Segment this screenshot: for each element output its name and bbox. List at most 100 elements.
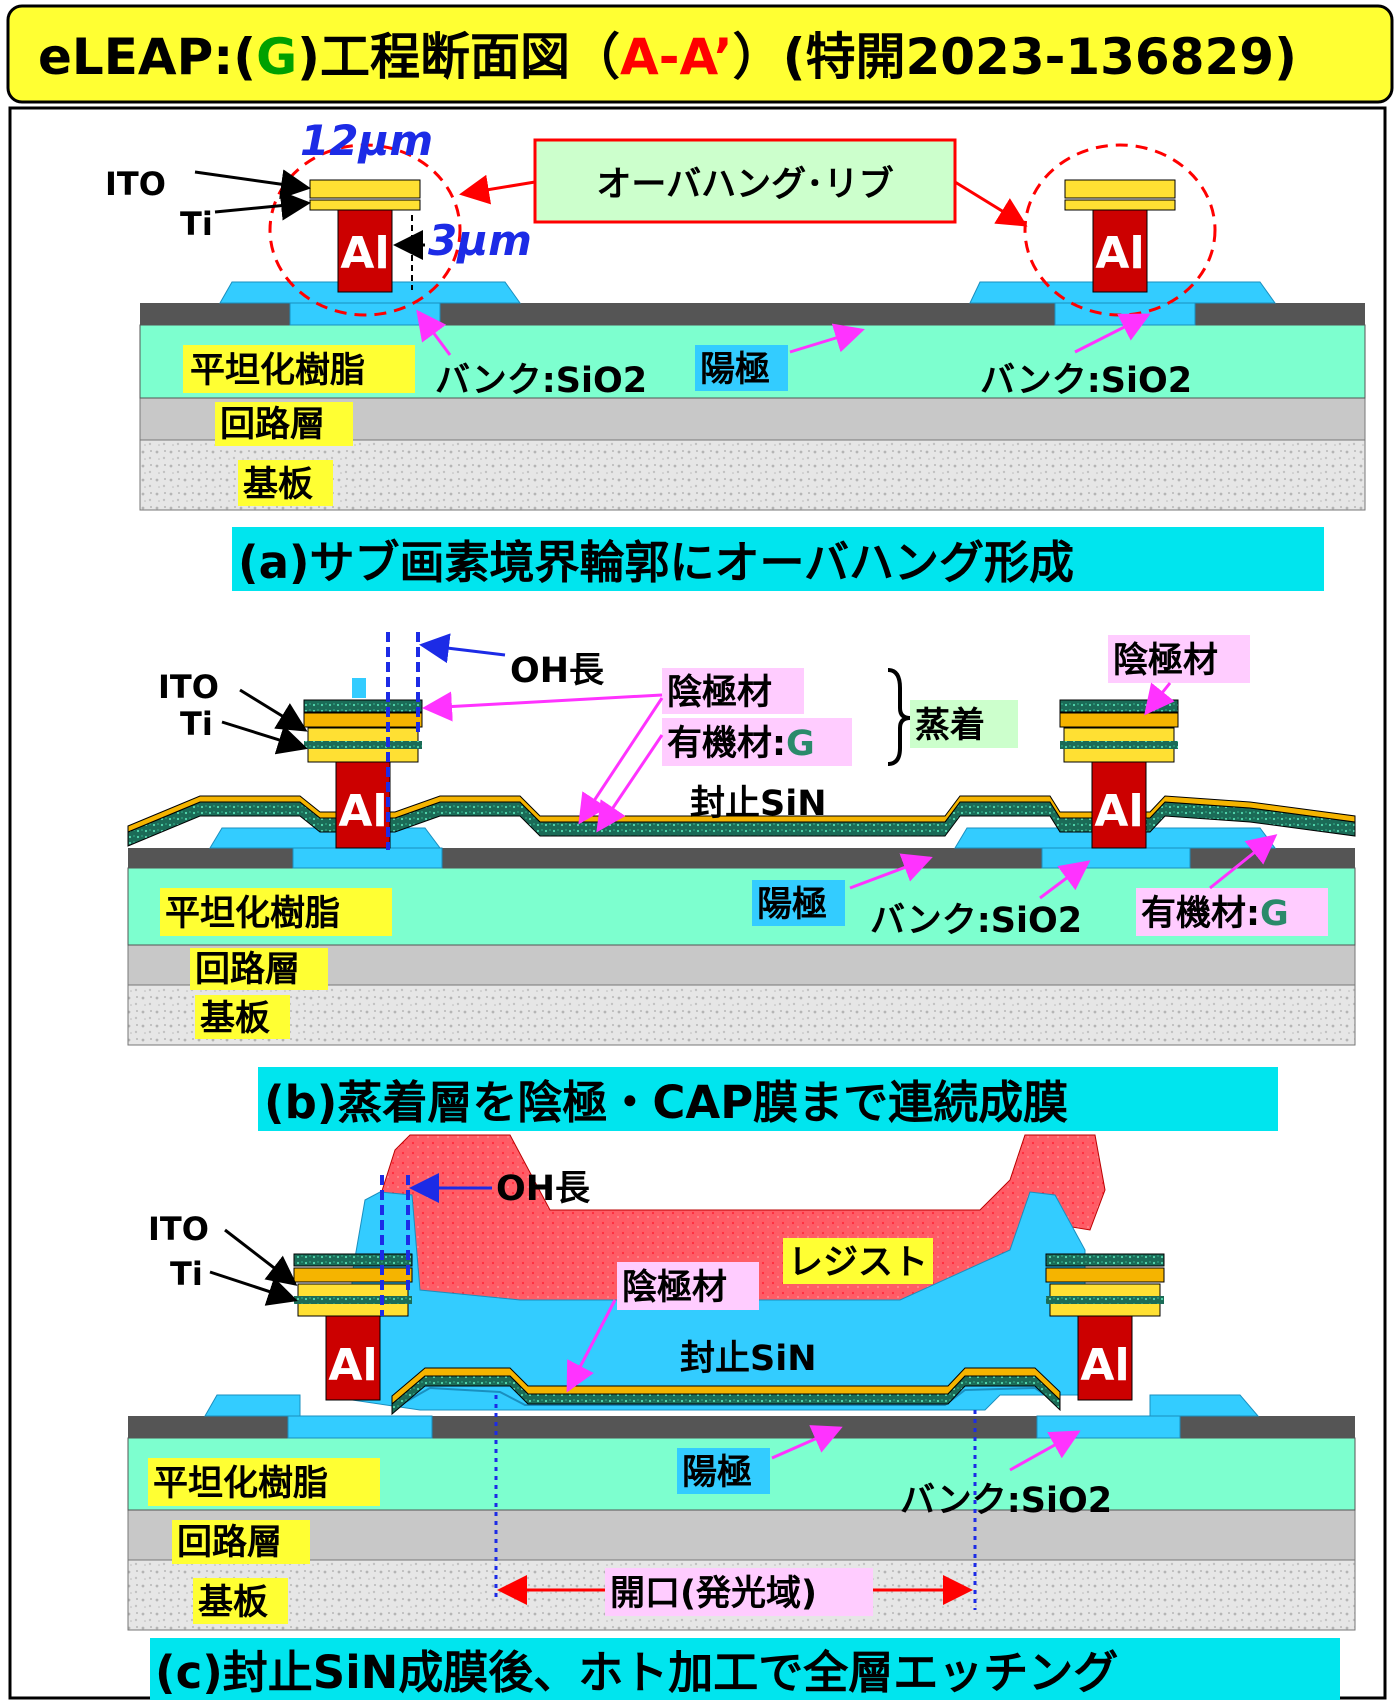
oh-length-label: OH長: [510, 651, 605, 691]
ito-pointer: [194, 169, 311, 200]
organic-on-rib: [293, 1253, 413, 1267]
cathode-right-pointer: [1144, 682, 1175, 716]
circuit-label-bg: [215, 402, 353, 446]
bank-right: [1036, 1394, 1260, 1439]
cathode-right-label-bg: [1108, 635, 1250, 683]
oh-marker: [352, 678, 366, 698]
cathode-label-bg: [662, 668, 804, 714]
bank-right: [969, 281, 1276, 326]
organic-pointer-film: [596, 734, 664, 833]
al-rib-left: [337, 209, 393, 293]
organic-film: [391, 1375, 1061, 1416]
overhang-rib-label: オーバハング･リブ: [596, 164, 893, 205]
rib-gap-dimension: 3μm: [428, 216, 532, 265]
anode-segment: [128, 1416, 288, 1438]
circuit-label-bg: [190, 948, 328, 990]
cathode-right-label: 陰極材: [1113, 641, 1218, 681]
circuit-layer: [127, 1509, 1356, 1561]
anode-label-bg: [752, 880, 845, 926]
ito-layer: [1064, 179, 1176, 199]
anode-pointer: [849, 853, 933, 890]
ti-pointer: [221, 720, 308, 755]
anode-pointer: [789, 323, 865, 354]
panel-a: Al Al オーバハング･リブ 12μm 3μm ITO Ti 平坦化樹脂 回路…: [105, 116, 1366, 591]
circuit-label: 回路層: [195, 950, 300, 990]
bank-label: バンク:SiO2: [870, 901, 1082, 941]
overhang-arrow-left: [459, 174, 536, 205]
substrate-label-bg: [195, 995, 290, 1039]
ito-pointer: [224, 1228, 298, 1286]
rib-width-dimension: 12μm: [300, 116, 433, 165]
al-label: Al: [340, 228, 389, 279]
ti-label: Ti: [180, 205, 213, 243]
al-rib-left: [335, 761, 391, 849]
bank-pointer-left: [416, 309, 452, 356]
circuit-label-bg: [172, 1520, 310, 1564]
al-rib-left: [325, 1315, 381, 1401]
evaporation-label-bg: [910, 700, 1018, 748]
planarization-label: 平坦化樹脂: [165, 894, 340, 934]
sealing-label: 封止SiN: [680, 1339, 817, 1379]
bank-label: バンク:SiO2: [900, 1481, 1112, 1521]
opening-label-bg: [605, 1568, 873, 1616]
sealing-label: 封止SiN: [690, 784, 827, 824]
anode-segment: [1180, 1416, 1355, 1438]
anode-segment: [440, 303, 1055, 325]
ti-layer: [309, 199, 421, 211]
ito-label: ITO: [105, 165, 166, 203]
planarization-label: 平坦化樹脂: [153, 1464, 328, 1504]
substrate-label-bg: [238, 460, 333, 506]
bank-left: [204, 1394, 433, 1439]
al-label: Al: [1095, 228, 1144, 279]
anode-segment: [442, 848, 1042, 868]
ti-pointer: [214, 190, 311, 221]
cathode-label-bg: [617, 1262, 759, 1310]
caption-b-bg: [258, 1067, 1278, 1131]
cathode-pointer: [566, 1299, 617, 1393]
overhang-highlight-left: [268, 143, 462, 317]
bank-label-right: バンク:SiO2: [980, 361, 1192, 401]
bank-pointer-right: [1074, 313, 1151, 354]
al-label: Al: [328, 1340, 377, 1391]
cathode-pointer-film: [578, 697, 664, 825]
anode-label-bg: [677, 1448, 770, 1494]
circuit-label: 回路層: [220, 405, 325, 445]
title-banner: [6, 4, 1394, 104]
ito-label: ITO: [148, 1210, 209, 1248]
planarization-label-bg: [160, 888, 392, 936]
ti-layer: [1064, 199, 1176, 211]
anode-label: 陽極: [757, 885, 827, 925]
evaporation-label: 蒸着: [915, 706, 985, 746]
cathode-on-rib: [303, 712, 423, 728]
substrate-label-bg: [193, 1578, 288, 1624]
planarization-label: 平坦化樹脂: [190, 351, 365, 391]
al-rib-right: [1092, 209, 1148, 293]
oh-arrow: [419, 633, 506, 664]
caption-c-bg: [150, 1638, 1340, 1700]
substrate-label: 基板: [200, 999, 270, 1039]
anode-segment: [432, 1416, 1037, 1438]
organic-on-rib: [1046, 1296, 1164, 1304]
ito-label: ITO: [158, 668, 219, 706]
resist-label: レジスト: [788, 1243, 928, 1283]
cathode-on-rib: [1045, 1267, 1165, 1283]
ti-label: Ti: [180, 705, 213, 743]
caption-a-bg: [232, 527, 1324, 591]
ito-pointer: [239, 688, 308, 732]
cathode-on-rib: [293, 1267, 413, 1283]
anode-segment: [1195, 303, 1365, 325]
substrate-label: 基板: [198, 1583, 268, 1623]
oh-length-label: OH長: [496, 1169, 591, 1209]
planarization-label-bg: [148, 1458, 380, 1506]
overhang-arrow-right: [954, 180, 1028, 227]
bank-pointer: [1039, 860, 1091, 900]
al-label: Al: [1080, 1340, 1129, 1391]
substrate-label: 基板: [243, 465, 313, 505]
opening-label: 開口(発光域): [610, 1574, 817, 1614]
cathode-pointer-rib: [422, 691, 663, 722]
organic-right-pointer: [1209, 834, 1278, 890]
organic-on-rib: [304, 741, 422, 749]
caption-c: (c)封止SiN成膜後、ホト加工で全層エッチング: [155, 1646, 1118, 1699]
organic-label: 有機材:G: [667, 724, 815, 764]
